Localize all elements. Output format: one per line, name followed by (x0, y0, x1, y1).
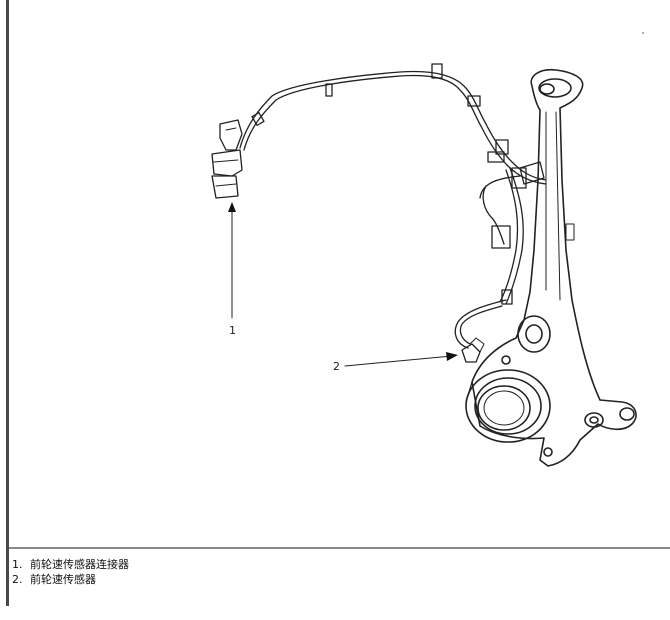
legend-text: 前轮速传感器连接器 (30, 558, 129, 571)
callout-1-label: 1 (229, 324, 236, 337)
callout-2-arrowhead (446, 352, 458, 361)
legend-text: 前轮速传感器 (30, 573, 96, 586)
callout-2-label: 2 (333, 360, 340, 373)
page-left-border (6, 0, 9, 606)
legend-number: 2. (12, 573, 23, 586)
legend-item: 1. 前轮速传感器连接器 (12, 557, 652, 572)
steering-knuckle-diagram: 1 2 (211, 32, 644, 467)
callout-2-leader (344, 355, 453, 367)
diagram-frame: 1 2 (9, 0, 670, 549)
sensor-harness (211, 63, 547, 363)
steering-knuckle (465, 68, 637, 467)
legend-item: 2. 前轮速传感器 (12, 572, 652, 587)
callout-1-arrowhead (228, 202, 236, 212)
legend: 1. 前轮速传感器连接器 2. 前轮速传感器 (12, 557, 652, 587)
legend-number: 1. (12, 558, 23, 571)
callout-leaders (231, 205, 453, 367)
